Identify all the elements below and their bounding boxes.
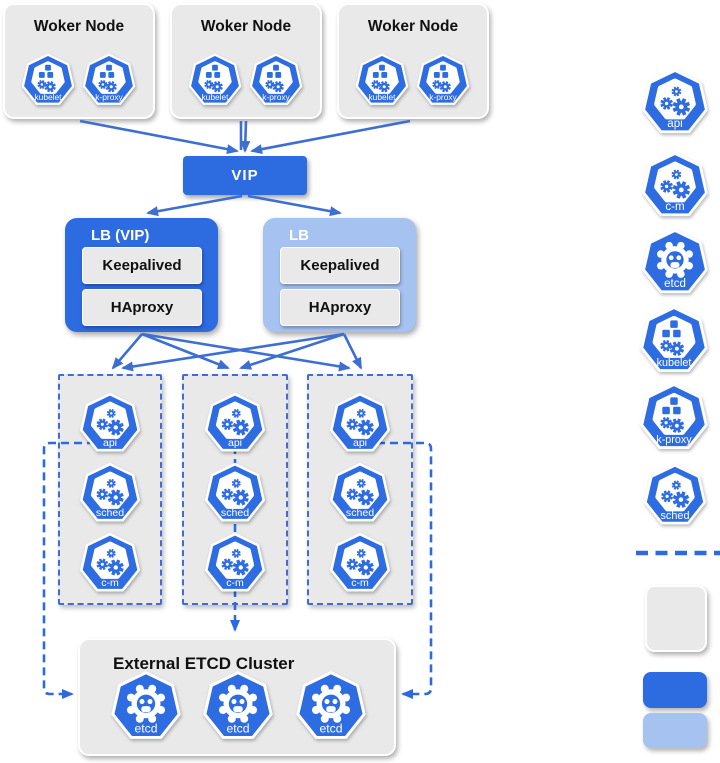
lb-backup-box: LB Keepalived HAproxy	[263, 218, 416, 332]
svg-text:c-m: c-m	[101, 577, 119, 589]
etcd-cluster-title: External ETCD Cluster	[113, 654, 295, 673]
svg-text:api: api	[228, 437, 242, 449]
haproxy-service: HAproxy	[280, 289, 400, 326]
worker-node-title: Woker Node	[33, 18, 125, 35]
scheduler-icon: sched	[328, 461, 392, 525]
legend-etcd-icon: etcd	[640, 227, 710, 297]
svg-text:sched: sched	[221, 507, 249, 519]
svg-text:sched: sched	[346, 507, 374, 519]
svg-text:kubelet: kubelet	[368, 92, 396, 102]
vip-to-lb-arrows	[146, 194, 342, 217]
etcd-icon: etcd	[109, 669, 183, 743]
legend-k-proxy-icon: k-proxy	[638, 381, 710, 453]
worker-node-title: Woker Node	[367, 18, 459, 35]
svg-text:c-m: c-m	[351, 577, 369, 589]
etcd-icon: etcd	[294, 669, 368, 743]
svg-text:etcd: etcd	[134, 722, 157, 736]
svg-text:k-proxy: k-proxy	[429, 92, 457, 102]
k-proxy-icon: k-proxy	[81, 52, 137, 108]
keepalived-service: Keepalived	[280, 247, 400, 284]
legend-kubelet-icon: kubelet	[638, 304, 710, 376]
svg-text:sched: sched	[96, 507, 124, 519]
api-server-icon: api	[203, 391, 267, 455]
kubelet-icon: kubelet	[187, 52, 243, 108]
svg-text:kubelet: kubelet	[34, 92, 62, 102]
worker-node-box-3: Woker Node	[337, 3, 489, 119]
scheduler-icon: sched	[78, 461, 142, 525]
kubelet-icon: kubelet	[20, 52, 76, 108]
controller-manager-icon: c-m	[328, 531, 392, 595]
controller-manager-icon: c-m	[203, 531, 267, 595]
k-proxy-icon: k-proxy	[248, 52, 304, 108]
worker-node-title: Woker Node	[200, 18, 292, 35]
keepalived-service: Keepalived	[82, 247, 202, 284]
svg-text:c-m: c-m	[665, 201, 684, 213]
svg-text:etcd: etcd	[319, 722, 342, 736]
vip-box: VIP	[183, 156, 307, 195]
k-proxy-icon: k-proxy	[415, 52, 471, 108]
legend-c-m-icon: c-m	[640, 150, 710, 220]
haproxy-service: HAproxy	[82, 289, 202, 326]
kubelet-icon: kubelet	[354, 52, 410, 108]
svg-text:k-proxy: k-proxy	[656, 434, 692, 446]
svg-text:k-proxy: k-proxy	[95, 92, 123, 102]
legend-secondary-lb-swatch	[643, 713, 707, 748]
api-server-icon: api	[78, 391, 142, 455]
etcd-icon: etcd	[201, 669, 275, 743]
legend-api-icon: api	[640, 67, 710, 137]
svg-text:c-m: c-m	[226, 577, 244, 589]
svg-text:etcd: etcd	[664, 278, 686, 290]
lb-to-master-arrows	[111, 332, 363, 372]
svg-text:etcd: etcd	[226, 722, 249, 736]
svg-text:api: api	[103, 437, 117, 449]
legend-sched-icon: sched	[642, 462, 708, 528]
legend-node-box-swatch	[645, 585, 707, 652]
svg-text:api: api	[353, 437, 367, 449]
worker-node-box-2: Woker Node	[170, 3, 322, 119]
svg-text:api: api	[667, 118, 682, 130]
svg-text:kubelet: kubelet	[657, 357, 692, 369]
lb-vip-box: LB (VIP) Keepalived HAproxy	[65, 218, 218, 332]
svg-text:k-proxy: k-proxy	[262, 92, 290, 102]
svg-text:kubelet: kubelet	[201, 92, 229, 102]
controller-manager-icon: c-m	[78, 531, 142, 595]
legend-primary-lb-swatch	[643, 672, 707, 708]
worker-node-box-1: Woker Node	[3, 3, 155, 119]
scheduler-icon: sched	[203, 461, 267, 525]
api-server-icon: api	[328, 391, 392, 455]
workers-to-vip-arrows	[79, 119, 411, 155]
lb-vip-title: LB (VIP)	[91, 227, 150, 244]
svg-text:sched: sched	[660, 510, 689, 522]
lb-backup-title: LB	[289, 227, 309, 244]
